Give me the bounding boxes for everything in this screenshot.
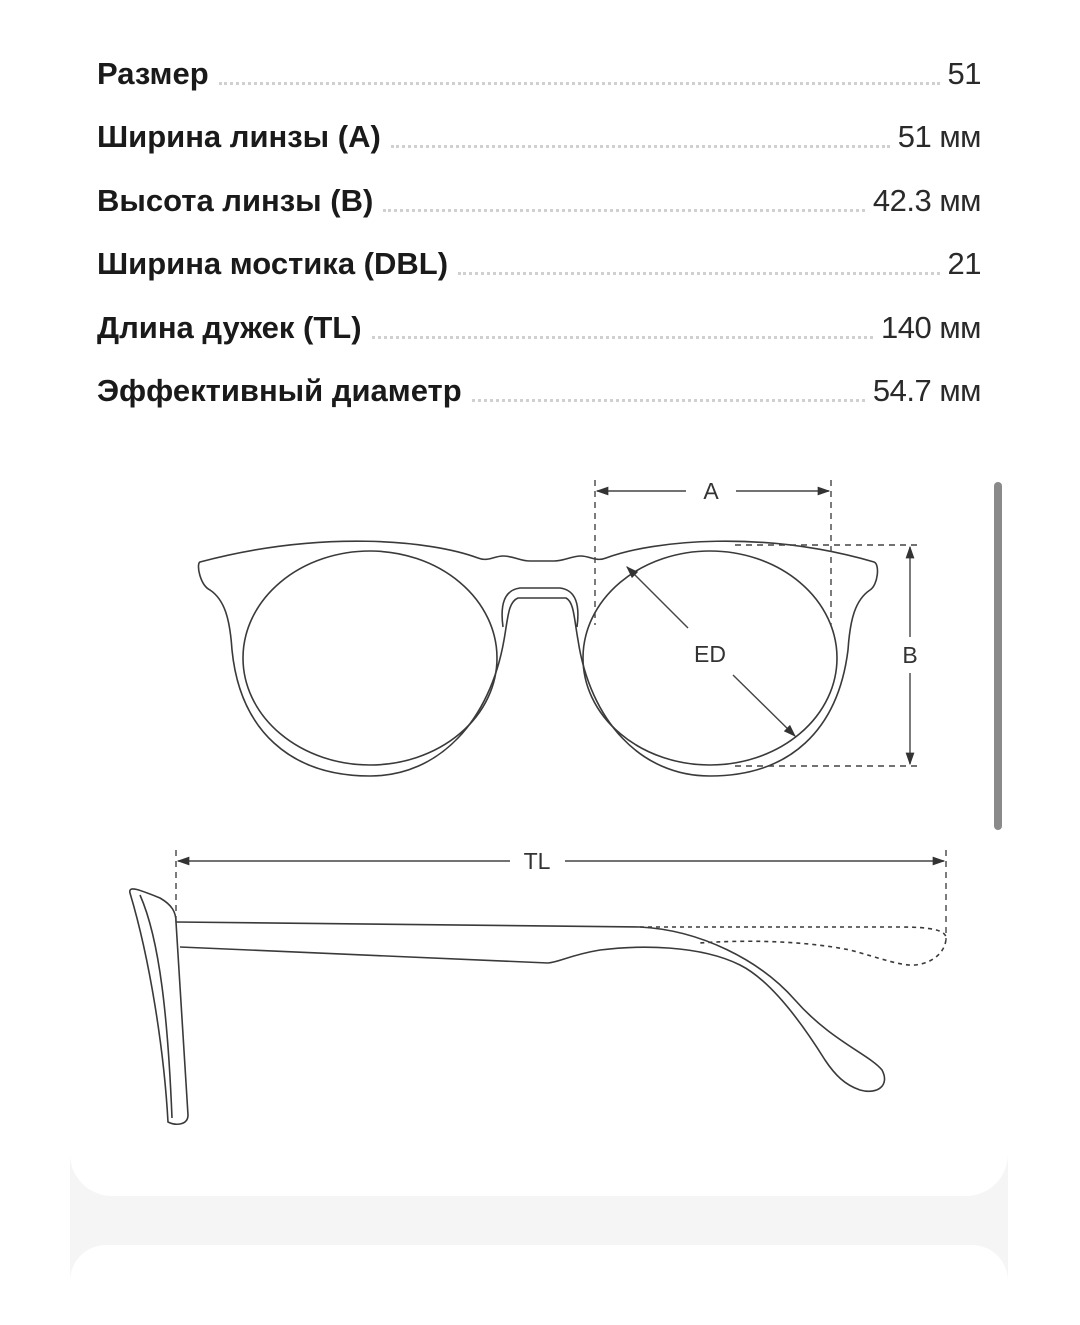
spec-row-effective-diameter: Эффективный диаметр 54.7 мм [97,348,982,412]
dimension-a [594,480,832,625]
label-b: B [902,642,917,668]
bridge-inner [501,587,579,628]
dotted-leader [390,145,890,148]
spec-row-temple-length: Длина дужек (TL) 140 мм [97,284,981,348]
label-a: A [703,478,719,504]
dotted-leader [471,399,865,402]
temple-tip-dashed [640,926,947,966]
temple-arm [175,921,886,1092]
spec-value: 51 мм [897,119,982,154]
lens-edge-side [139,894,173,1119]
spec-row-size: Размер 51 [97,30,982,94]
spec-value: 140 мм [881,309,981,345]
spec-label: Ширина линзы (A) [97,119,381,154]
dimension-b [735,544,920,767]
spec-value: 51 [947,55,982,91]
spec-row-lens-height: Высота линзы (B) 42.3 мм [97,157,982,221]
spec-row-bridge-width: Ширина мостика (DBL) 21 [97,221,982,285]
dotted-leader [218,81,940,85]
dotted-leader [371,335,874,339]
front-frame-side [129,888,189,1125]
page-margin [0,0,70,1280]
scrollbar[interactable] [994,482,1002,830]
dotted-leader [383,208,865,212]
spec-label: Длина дужек (TL) [97,309,362,345]
left-lens [242,550,498,766]
spec-value: 54.7 мм [872,373,982,408]
right-lens [582,550,838,766]
label-ed: ED [694,641,726,667]
dotted-leader [458,272,940,275]
size-spec-list: Размер 51 Ширина линзы (A) 51 мм Высота … [97,30,982,412]
glasses-front-view [197,540,879,777]
spec-label: Эффективный диаметр [97,373,462,408]
spec-value: 21 [947,246,982,281]
spec-label: Размер [97,55,209,91]
glasses-size-diagram: A B ED TL [129,478,947,1125]
spec-value: 42.3 мм [872,182,982,218]
dimension-tl [175,850,947,940]
frame-outline [197,540,879,777]
label-tl: TL [524,848,551,874]
spec-row-lens-width: Ширина линзы (A) 51 мм [97,94,982,158]
glasses-side-view [129,888,947,1125]
spec-label: Высота линзы (B) [97,182,374,218]
dimension-ed [626,566,796,737]
spec-label: Ширина мостика (DBL) [97,246,449,281]
